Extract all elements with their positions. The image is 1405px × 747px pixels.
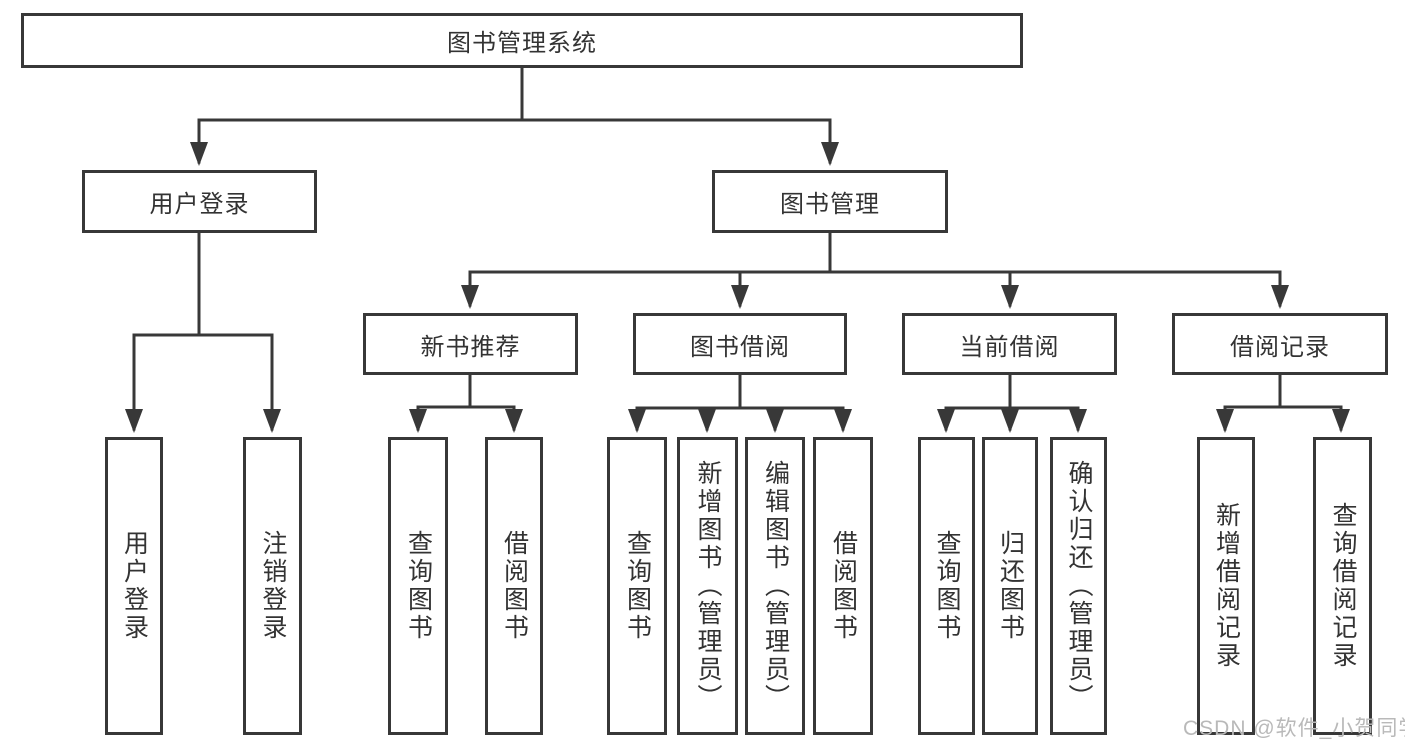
- leaf-node-return-books-label: 归还图书: [996, 530, 1025, 642]
- csdn-watermark: CSDN @软件_小贺同学: [1183, 717, 1405, 740]
- leaf-node-add-borrow-record-label: 新增借阅记录: [1212, 502, 1241, 670]
- group-node-new-book-recommend-label: 新书推荐: [420, 333, 521, 361]
- group-node-current-borrow: 当前借阅: [902, 313, 1117, 375]
- leaf-node-borrow-books-2: 借阅图书: [813, 437, 873, 735]
- leaf-node-add-borrow-record: 新增借阅记录: [1197, 437, 1255, 735]
- leaf-node-query-books-1-label: 查询图书: [404, 530, 433, 642]
- leaf-node-query-books-1: 查询图书: [388, 437, 448, 735]
- root-node-label: 图书管理系统: [447, 30, 597, 57]
- leaf-node-query-books-2: 查询图书: [607, 437, 667, 735]
- leaf-node-query-books-3-label: 查询图书: [933, 530, 961, 642]
- group-node-new-book-recommend: 新书推荐: [363, 313, 578, 375]
- leaf-node-borrow-books-2-label: 借阅图书: [829, 530, 858, 642]
- leaf-node-borrow-books-1: 借阅图书: [485, 437, 543, 735]
- branch-node-book-management-label: 图书管理: [780, 191, 880, 218]
- group-node-current-borrow-label: 当前借阅: [959, 333, 1060, 361]
- group-node-borrow-record: 借阅记录: [1172, 313, 1388, 375]
- leaf-node-user-login: 用户登录: [105, 437, 163, 735]
- leaf-node-return-books: 归还图书: [982, 437, 1038, 735]
- leaf-node-logout: 注销登录: [243, 437, 302, 735]
- leaf-node-borrow-books-1-label: 借阅图书: [500, 530, 529, 642]
- leaf-node-confirm-return-admin: 确认归还（管理员）: [1050, 437, 1107, 735]
- leaf-node-query-books-3: 查询图书: [918, 437, 975, 735]
- leaf-node-add-books-admin-label: 新增图书（管理员）: [694, 460, 722, 712]
- branch-node-user-login-label: 用户登录: [149, 191, 250, 218]
- group-node-book-borrow: 图书借阅: [633, 313, 847, 375]
- root-node-library-system: 图书管理系统: [21, 13, 1023, 68]
- leaf-node-query-borrow-record: 查询借阅记录: [1313, 437, 1372, 735]
- branch-node-user-login: 用户登录: [82, 170, 317, 233]
- leaf-node-user-login-label: 用户登录: [120, 530, 149, 642]
- group-node-borrow-record-label: 借阅记录: [1230, 333, 1330, 361]
- leaf-node-query-books-2-label: 查询图书: [623, 530, 652, 642]
- leaf-node-confirm-return-admin-label: 确认归还（管理员）: [1065, 460, 1093, 712]
- leaf-node-logout-label: 注销登录: [259, 530, 287, 642]
- group-node-book-borrow-label: 图书借阅: [690, 333, 790, 361]
- leaf-node-edit-books-admin-label: 编辑图书（管理员）: [761, 460, 790, 712]
- leaf-node-add-books-admin: 新增图书（管理员）: [677, 437, 738, 735]
- leaf-node-edit-books-admin: 编辑图书（管理员）: [745, 437, 805, 735]
- branch-node-book-management: 图书管理: [712, 170, 948, 233]
- leaf-node-query-borrow-record-label: 查询借阅记录: [1329, 502, 1357, 670]
